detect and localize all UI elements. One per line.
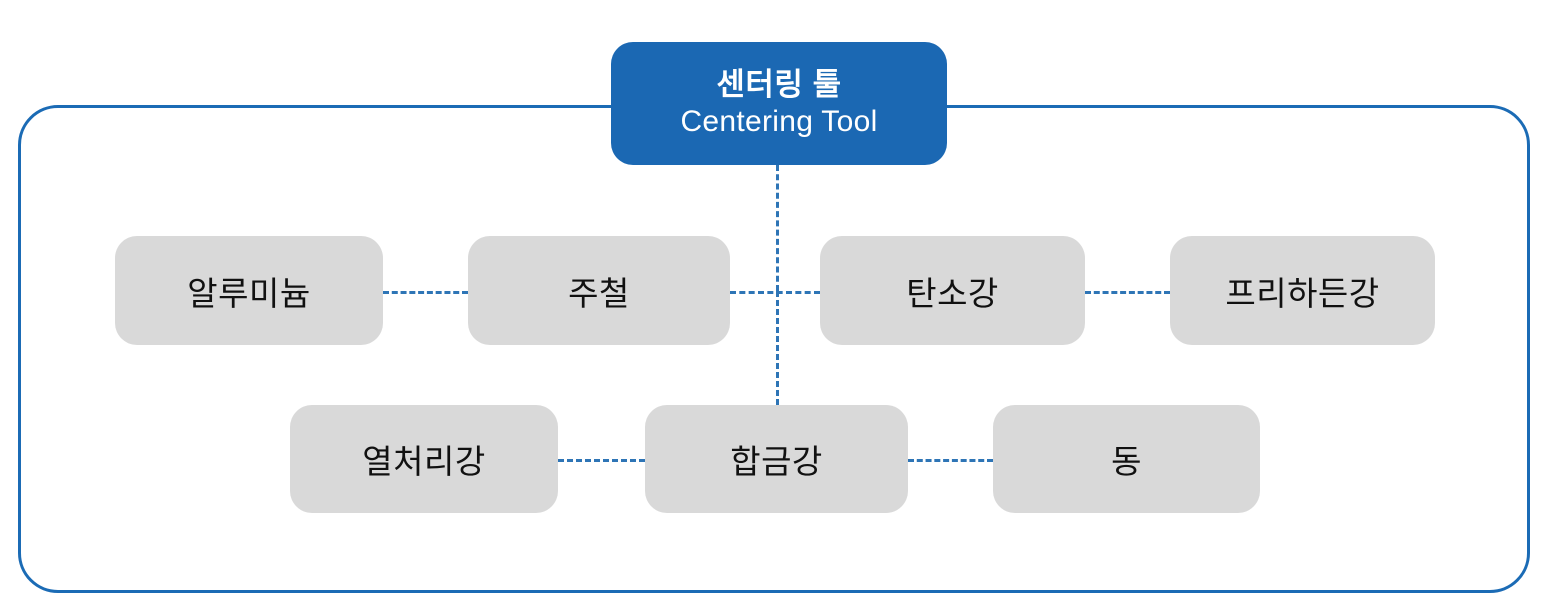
connector-row1-to-row2 <box>776 291 779 405</box>
node-cast-iron[interactable]: 주철 <box>468 236 730 345</box>
root-node-centering-tool[interactable]: 센터링 툴 Centering Tool <box>611 42 947 165</box>
node-label-prehardened-steel: 프리하든강 <box>1225 274 1380 312</box>
node-alloy-steel[interactable]: 합금강 <box>645 405 908 513</box>
node-label-heat-treated-steel: 열처리강 <box>362 443 486 480</box>
connector-cast-iron-to-carbon-steel <box>730 291 820 294</box>
node-copper[interactable]: 동 <box>993 405 1260 513</box>
connector-carbon-steel-to-prehardened-steel <box>1085 291 1170 294</box>
node-label-cast-iron: 주철 <box>568 274 630 312</box>
node-label-aluminum: 알루미늄 <box>187 274 311 312</box>
diagram-outer-frame <box>18 105 1530 593</box>
connector-heat-treated-to-alloy-steel <box>558 459 645 462</box>
root-title-korean: 센터링 툴 <box>716 66 842 102</box>
node-label-copper: 동 <box>1111 443 1142 480</box>
node-carbon-steel[interactable]: 탄소강 <box>820 236 1085 345</box>
node-heat-treated-steel[interactable]: 열처리강 <box>290 405 558 513</box>
connector-root-to-row1 <box>776 165 779 291</box>
node-label-carbon-steel: 탄소강 <box>906 274 999 312</box>
node-aluminum[interactable]: 알루미늄 <box>115 236 383 345</box>
connector-alloy-steel-to-copper <box>908 459 993 462</box>
node-label-alloy-steel: 합금강 <box>730 443 823 480</box>
connector-aluminum-to-cast-iron <box>383 291 468 294</box>
node-prehardened-steel[interactable]: 프리하든강 <box>1170 236 1435 345</box>
root-title-english: Centering Tool <box>680 104 878 138</box>
